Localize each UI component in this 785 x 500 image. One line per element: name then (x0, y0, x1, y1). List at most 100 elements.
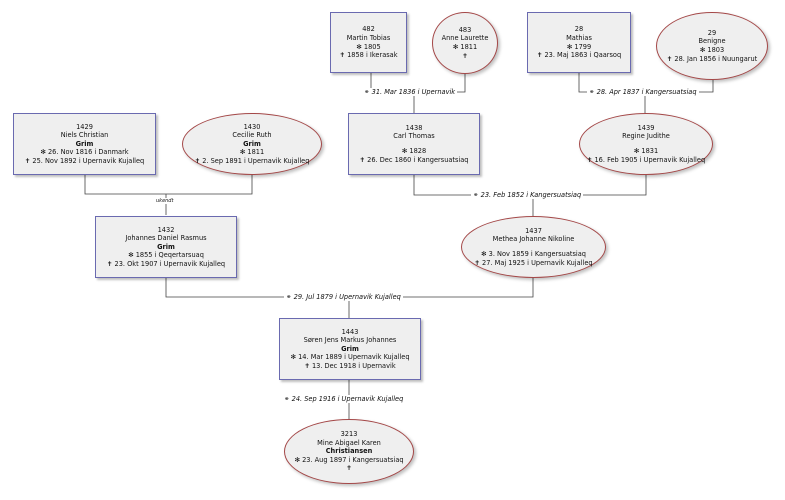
birth-icon: ✻ (128, 251, 134, 260)
marriage-icon: ⚭ (364, 88, 370, 96)
person-name: Niels Christian (60, 131, 109, 140)
person-id: 3213 (340, 430, 358, 439)
person-482[interactable]: 482 Martin Tobias ✻ 1805 ✝ 1858 i Ikeras… (330, 12, 407, 73)
death-line: ✝ 13. Dec 1918 i Upernavik (304, 361, 396, 370)
death-line: ✝ (433, 52, 497, 61)
birth-line: ✻ 1828 (401, 147, 427, 155)
birth-icon: ✻ (401, 147, 408, 155)
marriage-icon: ⚭ (473, 191, 479, 199)
birth-icon: ✻ (290, 353, 296, 362)
person-483[interactable]: 483 Anne Laurette ✻ 1811 ✝ (432, 12, 498, 74)
marriage-icon: ⚭ (286, 293, 292, 301)
person-id: 1438 (405, 123, 423, 132)
death-icon: ✝ (586, 155, 593, 164)
death-icon: ✝ (339, 51, 345, 60)
person-name: Anne Laurette (441, 34, 489, 43)
marriage-label[interactable]: ⚭ 24. Sep 1916 i Upernavik Kujalleq (282, 395, 406, 403)
person-surname: Grim (157, 242, 175, 251)
person-surname: Grim (341, 344, 359, 353)
death-line: ✝ 26. Dec 1860 i Kangersuatsiaq (359, 155, 469, 164)
person-name: Benigne (698, 37, 726, 46)
connector-1429-1430 (84, 174, 253, 195)
person-id: 28 (574, 25, 584, 34)
person-1429[interactable]: 1429 Niels Christian Grim ✻ 26. Nov 1816… (13, 113, 156, 175)
death-icon: ✝ (666, 54, 673, 63)
person-name: Mathias (566, 33, 592, 42)
birth-icon: ✻ (481, 250, 487, 258)
marriage-unknown-label[interactable]: ukendt (155, 198, 175, 204)
marriage-date: 29. Jul 1879 i Upernavik Kujalleq (293, 293, 401, 301)
birth-icon: ✻ (633, 147, 640, 155)
marriage-label[interactable]: ⚭ 23. Feb 1852 i Kangersuatsiaq (471, 191, 584, 199)
person-id: 483 (458, 25, 472, 34)
person-id: 1429 (76, 122, 93, 131)
birth-icon: ✻ (356, 42, 362, 51)
death-line: ✝ 28. Jan 1856 i Nuungarut (666, 54, 758, 63)
birth-line: ✻ 26. Nov 1816 i Danmark (40, 148, 129, 157)
death-icon: ✝ (106, 259, 113, 268)
person-id: 482 (362, 25, 375, 34)
marriage-date: 31. Mar 1836 i Upernavik (371, 88, 456, 96)
death-line: ✝ 23. Maj 1863 i Qaarsoq (536, 51, 622, 60)
person-3213[interactable]: 3213 Mine Abigael Karen Christiansen ✻ 2… (284, 419, 414, 484)
birth-icon: ✻ (294, 455, 300, 464)
death-line: ✝ 27. Maj 1925 i Upernavik Kujalleq (474, 258, 593, 267)
person-28[interactable]: 28 Mathias ✻ 1799 ✝ 23. Maj 1863 i Qaars… (527, 12, 631, 73)
person-surname: Grim (75, 139, 94, 148)
person-surname: Grim (243, 139, 261, 148)
birth-line: ✻ 1811 (452, 43, 478, 51)
death-icon: ✝ (536, 51, 543, 60)
person-1437[interactable]: 1437 Methea Johanne Nikoline ✻ 3. Nov 18… (461, 216, 606, 278)
birth-line: ✻ 1799 (566, 42, 592, 51)
person-1430[interactable]: 1430 Cecilie Ruth Grim ✻ 1811 ✝ 2. Sep 1… (182, 113, 322, 175)
person-id: 1432 (157, 225, 175, 234)
birth-icon: ✻ (699, 46, 706, 54)
person-name: Søren Jens Markus Johannes (303, 336, 397, 345)
birth-line: ✻ 3. Nov 1859 i Kangersuatsiaq (481, 250, 586, 258)
person-1432[interactable]: 1432 Johannes Daniel Rasmus Grim ✻ 1855 … (95, 216, 237, 278)
person-id: 29 (707, 28, 717, 37)
person-1438[interactable]: 1438 Carl Thomas ✻ 1828 ✝ 26. Dec 1860 i… (348, 113, 480, 175)
marriage-icon: ⚭ (589, 88, 595, 96)
person-name: Mine Abigael Karen (317, 438, 381, 447)
birth-icon: ✻ (40, 148, 46, 157)
person-name: Martin Tobias (346, 33, 391, 42)
death-icon: ✝ (304, 361, 310, 370)
death-line: ✝ 2. Sep 1891 i Upernavik Kujalleq (194, 156, 310, 165)
person-name: Cecilie Ruth (232, 131, 272, 140)
death-icon: ✝ (194, 156, 201, 165)
death-line: ✝ 16. Feb 1905 i Upernavik Kujalleq (586, 155, 706, 164)
death-icon: ✝ (346, 464, 352, 473)
person-id: 1439 (637, 123, 655, 132)
marriage-label[interactable]: ⚭ 31. Mar 1836 i Upernavik (362, 88, 458, 96)
person-1439[interactable]: 1439 Regine Judithe ✻ 1831 ✝ 16. Feb 190… (579, 113, 713, 175)
birth-line: ✻ 1855 i Qeqertarsuaq (128, 251, 204, 260)
marriage-date: 23. Feb 1852 i Kangersuatsiaq (480, 191, 582, 199)
death-icon: ✝ (474, 258, 480, 267)
person-29[interactable]: 29 Benigne ✻ 1803 ✝ 28. Jan 1856 i Nuung… (656, 12, 768, 80)
death-icon: ✝ (462, 51, 468, 60)
death-icon: ✝ (359, 155, 366, 164)
marriage-date: 28. Apr 1837 i Kangersuatsiaq (596, 88, 697, 96)
marriage-label[interactable]: ⚭ 28. Apr 1837 i Kangersuatsiaq (587, 88, 699, 96)
person-name: Methea Johanne Nikoline (492, 235, 575, 244)
birth-line: ✻ 1831 (633, 147, 659, 155)
person-1443[interactable]: 1443 Søren Jens Markus Johannes Grim ✻ 1… (279, 318, 421, 380)
person-name: Regine Judithe (622, 132, 670, 141)
marriage-label[interactable]: ⚭ 29. Jul 1879 i Upernavik Kujalleq (284, 293, 403, 301)
birth-icon: ✻ (239, 148, 246, 157)
death-line: ✝ 23. Okt 1907 i Upernavik Kujalleq (106, 259, 226, 268)
person-surname: Christiansen (325, 447, 373, 456)
person-name: Johannes Daniel Rasmus (125, 234, 207, 243)
person-id: 1430 (243, 122, 261, 131)
birth-icon: ✻ (452, 43, 459, 51)
death-icon: ✝ (24, 156, 31, 165)
person-id: 1437 (525, 226, 542, 235)
birth-icon: ✻ (566, 42, 573, 51)
birth-line: ✻ 1805 (356, 42, 381, 51)
birth-line: ✻ 1803 (699, 46, 725, 54)
birth-line: ✻ 14. Mar 1889 i Upernavik Kujalleq (290, 353, 410, 362)
death-line: ✝ (285, 464, 413, 473)
marriage-date: 24. Sep 1916 i Upernavik Kujalleq (291, 395, 404, 403)
death-line: ✝ 1858 i Ikerasak (339, 51, 398, 60)
